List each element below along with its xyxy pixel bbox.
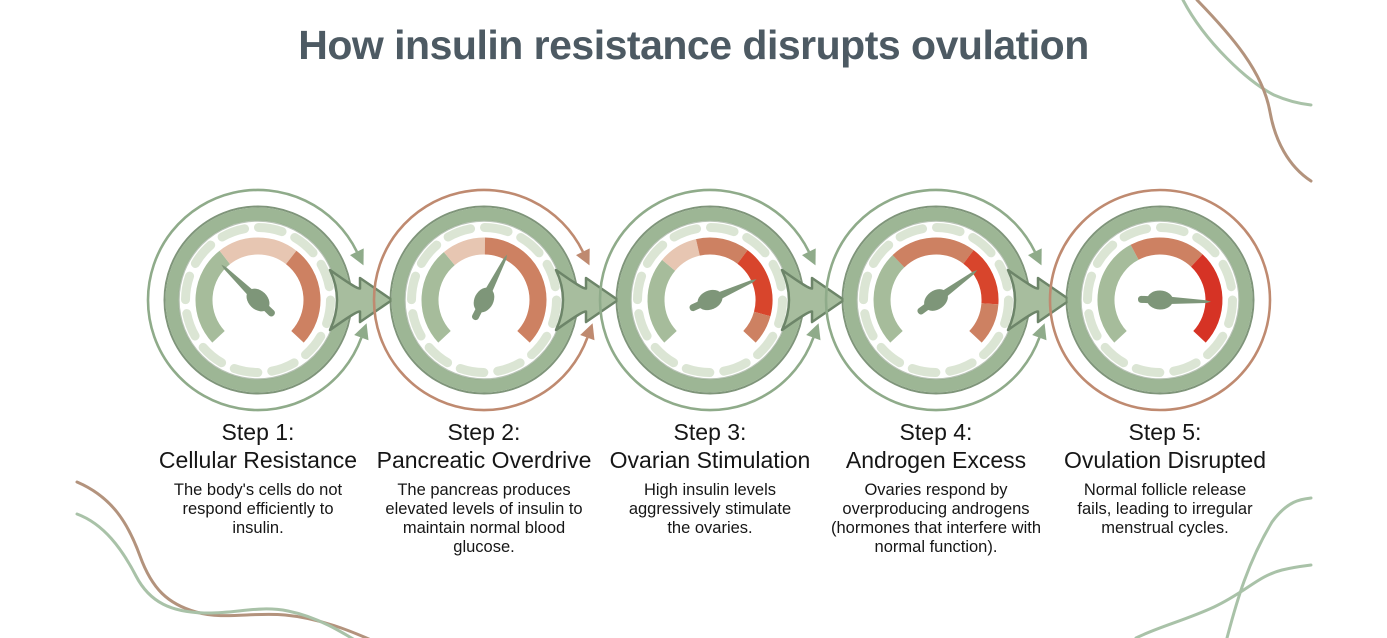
decorative-wave-bottom-left-green <box>75 512 355 638</box>
gauge-segment <box>892 237 974 268</box>
gauge-segment <box>421 252 456 343</box>
gauge-segment <box>737 250 773 317</box>
gauge-step-5 <box>1048 188 1272 412</box>
cycle-arc-bottom <box>598 299 815 412</box>
gauge-segment <box>219 237 297 265</box>
curved-arrowhead <box>806 323 821 341</box>
cycle-arc-bottom <box>824 299 1041 412</box>
flow-arrow <box>328 268 394 332</box>
needle-pointer <box>221 264 261 304</box>
gauge-step-3 <box>598 188 846 412</box>
decorative-wave-bottom-right-steep <box>1225 496 1313 638</box>
gauge-segment <box>873 255 905 343</box>
ring-scallop <box>1083 223 1237 377</box>
gauge-segment <box>695 237 748 264</box>
ring-scallop <box>633 223 787 377</box>
ring-outer-edge <box>1065 205 1255 395</box>
gauge-segment <box>484 237 547 343</box>
flow-arrow <box>1006 268 1072 332</box>
gauge-needle <box>471 254 508 321</box>
curved-arrowhead <box>1028 248 1042 266</box>
decorative-wave-top-right-tan <box>1195 0 1313 183</box>
ring-band <box>1067 207 1253 393</box>
curved-arrowhead <box>1032 323 1047 341</box>
cycle-arc-top <box>372 188 585 301</box>
gauge-segment <box>1130 237 1203 267</box>
gauge-flow <box>146 188 1272 412</box>
gauge-segment <box>195 250 231 343</box>
curved-arrowhead <box>580 323 595 341</box>
gauge-needle <box>917 270 978 315</box>
flow-arrow <box>554 268 620 332</box>
cycle-circle <box>1048 188 1272 412</box>
gauge-needle <box>689 279 757 312</box>
curved-arrowhead <box>354 323 369 341</box>
curved-arrowhead <box>350 248 364 266</box>
ring-scallop <box>407 223 561 377</box>
gauge-needle <box>1138 290 1211 310</box>
needle-pointer <box>708 279 757 304</box>
curved-arrowhead <box>802 248 816 266</box>
cycle-arc-bottom <box>372 299 589 412</box>
needle-pointer <box>1159 295 1211 305</box>
needle-pointer <box>480 254 508 302</box>
cycle-arc-top <box>598 188 811 301</box>
ring-inner-edge <box>1080 220 1240 380</box>
gauge-needle <box>221 264 275 317</box>
gauge-segment <box>968 302 999 343</box>
gauge-segment <box>647 259 677 343</box>
gauge-segment <box>443 237 486 266</box>
flow-arrow <box>780 268 846 332</box>
gauge-segment <box>1190 254 1223 343</box>
needle-pointer <box>933 270 978 304</box>
gauge-segment <box>285 250 321 343</box>
cycle-arc-bottom <box>146 299 363 412</box>
gauge-segment <box>662 239 701 272</box>
gauge-step-1 <box>146 188 394 412</box>
cycle-arc-top <box>146 188 359 301</box>
page-title: How insulin resistance disrupts ovulatio… <box>298 22 1089 68</box>
ring-scallop <box>181 223 335 377</box>
gauge-segment <box>963 250 999 305</box>
ring-scallop <box>859 223 1013 377</box>
gauge-segment <box>743 311 771 343</box>
curved-arrowhead <box>576 248 590 266</box>
decorative-wave-top-right-green <box>1181 0 1313 107</box>
decorative-wave-bottom-right-gentle <box>1134 563 1313 638</box>
gauge-step-4 <box>824 188 1072 412</box>
decorative-wave-bottom-left-tan <box>75 480 371 638</box>
cycle-arc-top <box>824 188 1037 301</box>
gauge-segment <box>1097 244 1139 343</box>
gauge-step-2 <box>372 188 620 412</box>
